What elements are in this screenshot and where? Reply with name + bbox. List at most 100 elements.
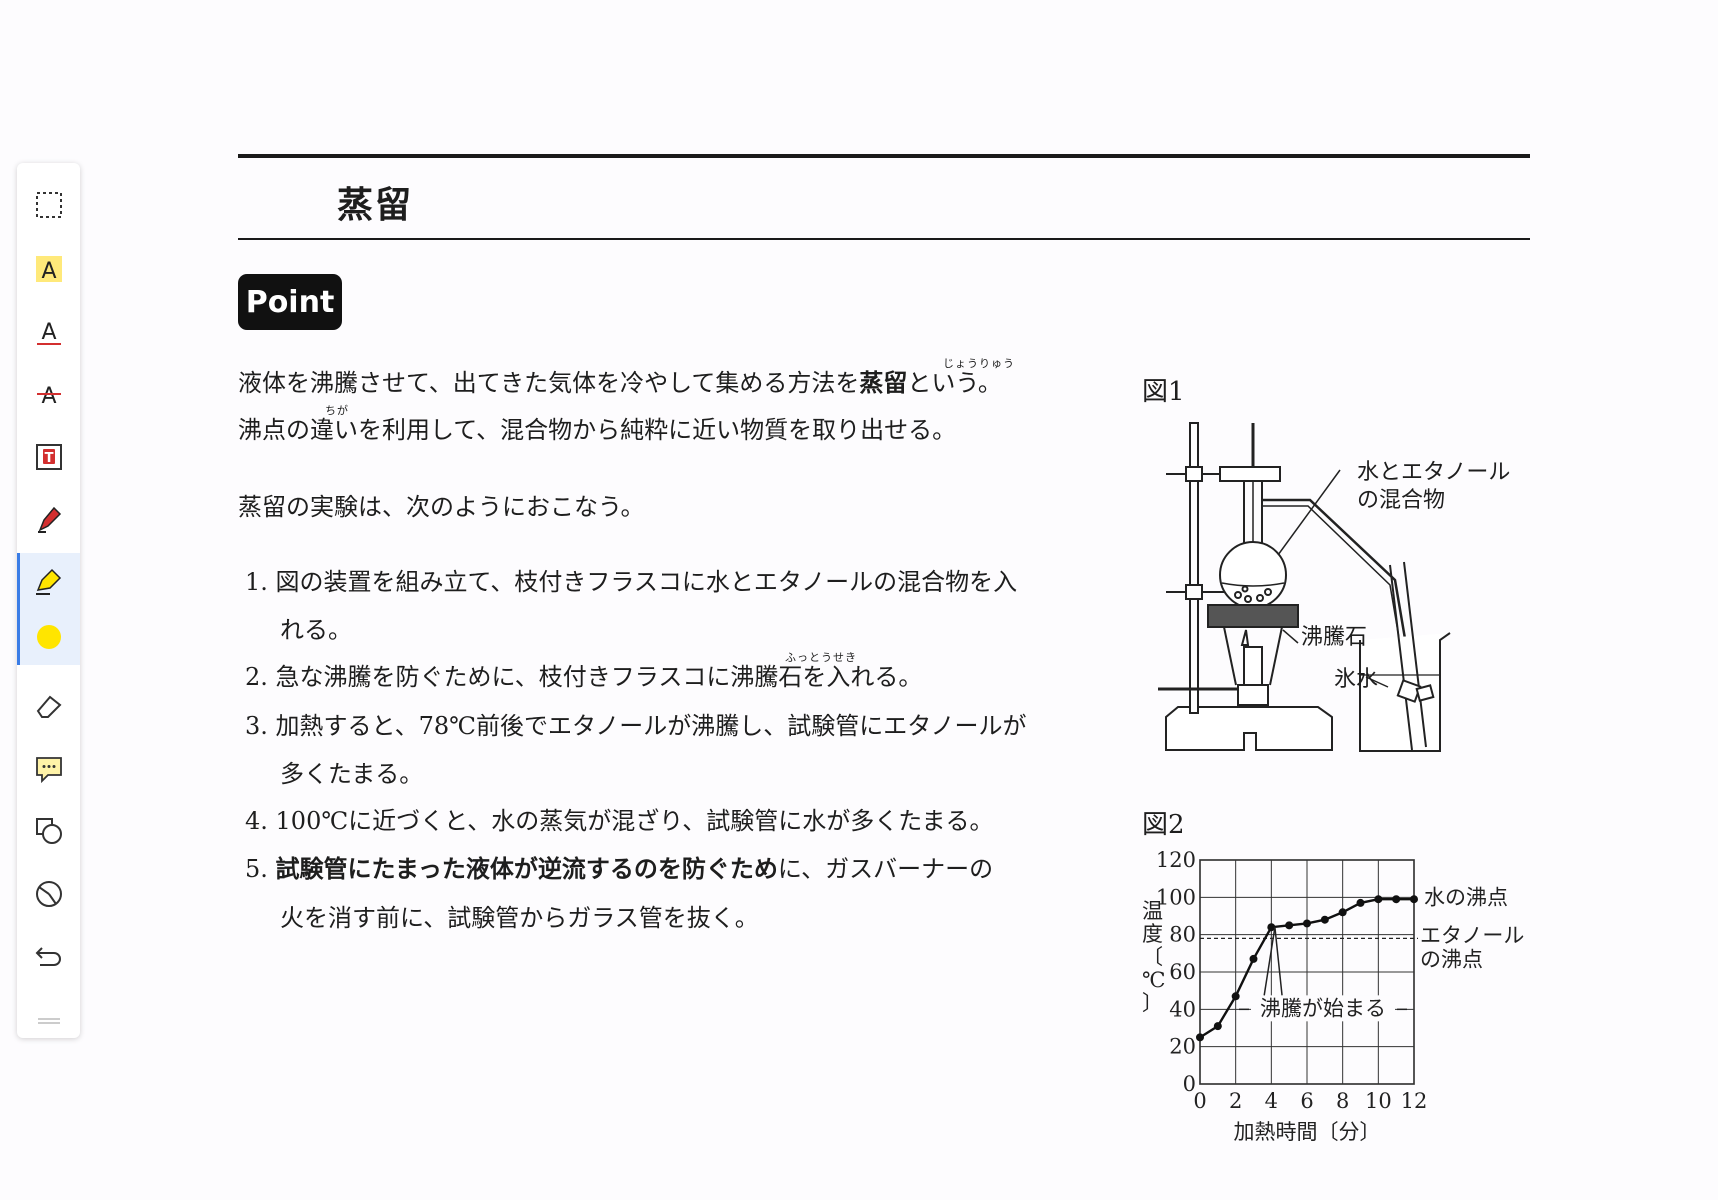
ruby-futtouseki: ふっとうせき xyxy=(785,651,857,664)
intro-line-1-end: という。 xyxy=(907,369,1002,397)
active-tool-indicator xyxy=(17,609,20,665)
pen-icon xyxy=(37,506,61,533)
data-point xyxy=(1213,1022,1222,1031)
step-5-number: 5. xyxy=(245,855,268,883)
fig1-callout-mixture-line-1: 水とエタノール xyxy=(1357,460,1511,485)
boil-leader-line xyxy=(1263,927,1276,996)
chart-grid xyxy=(1199,859,1415,1085)
intro-line-1-text: 液体を沸騰させて、出てきた気体を冷やして集める方法を xyxy=(238,369,860,397)
text-underline-icon: A xyxy=(36,320,61,345)
data-point xyxy=(1196,1033,1204,1042)
lead-text: 蒸留の実験は、次のようにおこなう。 xyxy=(238,493,645,521)
highlighter-tool-button[interactable] xyxy=(17,553,80,609)
step-3-line-2: 多くたまる。 xyxy=(280,760,424,788)
eraser-icon xyxy=(36,695,61,718)
y-axis-label-char: ℃ xyxy=(1142,968,1166,992)
text-box-tool-button[interactable]: T xyxy=(17,429,80,485)
ruby-chiga: ちが xyxy=(325,404,349,417)
step-5-keyphrase: 試験管にたまった液体が逆流するのを防ぐため xyxy=(275,855,778,883)
boil-leader-line xyxy=(1274,927,1283,996)
x-tick-label: 10 xyxy=(1365,1089,1392,1113)
intro-line-1: 液体を沸騰させて、出てきた気体を冷やして集める方法を蒸留という。 xyxy=(238,371,1002,395)
color-swatch-icon xyxy=(36,625,61,649)
data-point xyxy=(1320,915,1329,924)
x-tick-label: 8 xyxy=(1336,1089,1349,1113)
toolbar-drag-handle[interactable] xyxy=(38,1018,60,1024)
y-tick-label: 80 xyxy=(1169,923,1196,947)
selection-icon xyxy=(35,192,62,218)
text-highlight-icon: A xyxy=(35,256,62,284)
y-axis-label-char: 温 xyxy=(1142,899,1163,923)
y-tick-label: 120 xyxy=(1156,848,1196,872)
data-point xyxy=(1356,898,1365,907)
undo-icon xyxy=(35,947,61,966)
y-axis-label: 温度〔℃〕 xyxy=(1142,899,1166,1015)
undo-button[interactable] xyxy=(17,929,80,985)
step-5-line-1: 5. 試験管にたまった液体が逆流するのを防ぐために、ガスバーナーの xyxy=(245,857,993,881)
y-tick-label: 40 xyxy=(1169,997,1196,1021)
data-point xyxy=(1410,895,1418,904)
comment-tool-button[interactable] xyxy=(17,741,80,797)
shape-tool-button[interactable] xyxy=(17,803,80,859)
ethanol-boiling-point-label-1: エタノール xyxy=(1420,923,1524,947)
svg-text:A: A xyxy=(41,259,56,284)
text-box-icon: T xyxy=(35,444,62,470)
step-2: 2. 急な沸騰を防ぐために、枝付きフラスコに沸騰石を入れる。 xyxy=(245,663,923,691)
eraser-tool-button[interactable] xyxy=(17,678,80,734)
selection-tool-button[interactable] xyxy=(17,177,80,233)
step-5-line-2: 火を消す前に、試験管からガラス管を抜く。 xyxy=(280,904,759,932)
x-tick-label: 12 xyxy=(1401,1089,1428,1113)
highlighter-icon xyxy=(35,568,61,595)
data-point xyxy=(1267,923,1276,932)
lasso-icon xyxy=(35,881,62,907)
step-1-line-1: 1. 図の装置を組み立て、枝付きフラスコに水とエタノールの混合物を入 xyxy=(245,568,1018,596)
x-axis-label: 加熱時間〔分〕 xyxy=(1234,1120,1381,1144)
svg-text:A: A xyxy=(41,384,56,409)
fig1-callout-ice-water: 氷水 xyxy=(1334,667,1379,692)
page-title: 蒸留 xyxy=(337,185,414,226)
x-tick-label: 0 xyxy=(1193,1089,1206,1113)
comment-icon xyxy=(35,757,62,784)
boiling-start-label-bg xyxy=(1251,995,1395,1022)
annotation-toolbar: A A A T xyxy=(17,163,80,1038)
x-tick-label: 6 xyxy=(1300,1089,1313,1113)
lasso-tool-button[interactable] xyxy=(17,866,80,922)
data-point xyxy=(1249,954,1258,963)
x-tick-label: 2 xyxy=(1229,1089,1242,1113)
data-points xyxy=(1196,895,1418,1042)
svg-text:A: A xyxy=(41,320,56,345)
figure-1-label: 図1 xyxy=(1142,377,1185,407)
boiling-start-leaders xyxy=(1239,927,1407,1011)
y-axis-label-char: 〔 xyxy=(1142,945,1163,969)
color-picker-button[interactable] xyxy=(17,609,80,665)
data-point xyxy=(1303,919,1311,928)
title-bottom-rule xyxy=(238,238,1530,240)
distillation-apparatus-diagram xyxy=(1158,422,1451,752)
data-point xyxy=(1392,895,1401,904)
data-point xyxy=(1374,895,1383,904)
text-underline-tool-button[interactable]: A xyxy=(17,304,80,360)
y-tick-label: 20 xyxy=(1169,1035,1196,1059)
shape-icon xyxy=(35,818,62,844)
keyword-jouryuu: 蒸留 xyxy=(859,369,908,397)
ruby-jouryuu: じょうりゅう xyxy=(943,357,1015,370)
step-3-line-1: 3. 加熱すると、78℃前後でエタノールが沸騰し、試験管にエタノールが xyxy=(245,712,1027,740)
text-highlight-tool-button[interactable]: A xyxy=(17,241,80,297)
text-strikethrough-tool-button[interactable]: A xyxy=(17,366,80,422)
active-tool-indicator xyxy=(17,553,20,609)
x-tick-label: 4 xyxy=(1265,1089,1278,1113)
title-top-rule xyxy=(238,154,1530,158)
step-4: 4. 100℃に近づくと、水の蒸気が混ざり、試験管に水が多くたまる。 xyxy=(245,807,994,835)
y-axis-label-char: 〕 xyxy=(1142,991,1163,1015)
pen-tool-button[interactable] xyxy=(17,491,80,547)
data-point xyxy=(1338,908,1347,917)
figure-2-label: 図2 xyxy=(1142,810,1185,840)
point-badge: Point xyxy=(238,274,342,330)
step-1-line-2: れる。 xyxy=(280,616,352,644)
ethanol-boiling-point-label-2: の沸点 xyxy=(1420,947,1483,971)
water-boiling-point-label: 水の沸点 xyxy=(1424,885,1508,909)
y-tick-label: 0 xyxy=(1183,1072,1196,1096)
y-tick-label: 100 xyxy=(1156,885,1196,909)
